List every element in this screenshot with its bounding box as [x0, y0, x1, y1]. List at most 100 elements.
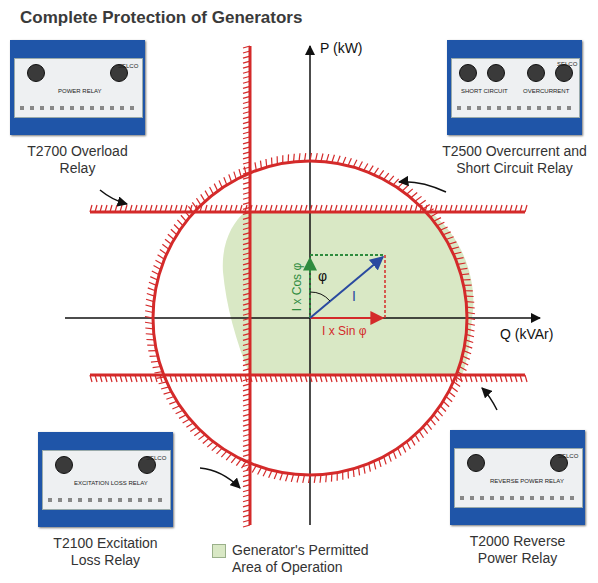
hatch-tick	[330, 205, 332, 212]
hatch-tick	[243, 333, 250, 335]
hatch-tick	[243, 495, 250, 497]
hatch-tick	[374, 461, 376, 469]
terminal	[567, 106, 571, 110]
hatch-tick	[231, 457, 236, 463]
hatch-tick	[243, 389, 250, 391]
hatch-tick	[335, 375, 337, 382]
hatch-tick	[175, 375, 177, 382]
hatch-tick	[430, 419, 435, 425]
hatch-tick	[214, 184, 217, 191]
hatch-tick	[332, 155, 335, 163]
hatch-tick	[402, 445, 405, 452]
hatch-tick	[145, 322, 153, 323]
hatch-tick	[364, 163, 368, 170]
hatch-tick	[435, 205, 437, 212]
hatch-tick	[243, 475, 250, 477]
hatch-tick	[243, 132, 250, 134]
terminal	[60, 106, 64, 110]
hatch-tick	[305, 375, 307, 382]
hatch-tick	[291, 474, 293, 482]
terminal	[98, 498, 102, 502]
hatch-tick	[288, 154, 290, 162]
hatch-tick	[319, 475, 321, 483]
hatch-tick	[174, 224, 180, 230]
hatch-tick	[95, 205, 97, 212]
hatch-tick	[453, 252, 461, 254]
hatch-tick	[146, 299, 154, 301]
hatch-tick	[219, 180, 222, 187]
hatch-tick	[450, 205, 452, 212]
hatch-tick	[179, 415, 186, 419]
hatch-tick	[215, 205, 217, 212]
hatch-tick	[407, 442, 411, 449]
hatch-tick	[360, 375, 362, 382]
hatch-tick	[395, 205, 397, 212]
hatch-tick	[243, 364, 250, 366]
hatch-tick	[243, 268, 250, 270]
hatch-tick	[243, 328, 250, 330]
hatch-tick	[185, 375, 187, 382]
hatch-tick	[465, 345, 473, 348]
hatch-tick	[140, 375, 142, 382]
relay-device	[10, 40, 145, 135]
hatch-tick	[450, 375, 452, 382]
hatch-tick	[320, 205, 322, 212]
hatch-tick	[510, 375, 512, 382]
hatch-tick	[446, 237, 454, 240]
hatch-tick	[216, 448, 222, 454]
hatch-tick	[243, 142, 250, 144]
hatch-tick	[271, 158, 273, 166]
hatch-tick	[265, 205, 267, 212]
terminal	[70, 106, 74, 110]
hatch-tick	[207, 442, 213, 447]
hatch-tick	[243, 192, 250, 194]
hatch-tick	[243, 510, 250, 512]
hatch-tick	[455, 375, 457, 382]
hatch-tick	[297, 475, 299, 483]
hatch-tick	[423, 427, 428, 434]
hatch-tick	[161, 387, 169, 389]
hatch-tick	[243, 91, 250, 93]
hatch-tick	[105, 205, 107, 212]
hatch-tick	[440, 205, 442, 212]
hatch-tick	[390, 375, 392, 382]
hatch-tick	[149, 282, 157, 285]
hatch-tick	[330, 375, 332, 382]
hatch-tick	[464, 351, 472, 354]
hatch-tick	[465, 296, 473, 298]
terminal	[560, 496, 564, 500]
hatch-tick	[360, 205, 362, 212]
hatch-tick	[290, 375, 292, 382]
hatch-tick	[443, 232, 451, 235]
hatch-tick	[475, 205, 477, 212]
hatch-tick	[467, 313, 475, 314]
angle-arc	[310, 292, 330, 301]
hatch-tick	[525, 205, 527, 212]
hatch-tick	[480, 375, 482, 382]
terminal	[457, 106, 461, 110]
hatch-tick	[380, 375, 382, 382]
hatch-tick	[176, 410, 183, 413]
hatch-tick	[165, 375, 167, 382]
hatch-tick	[198, 435, 204, 440]
hatch-tick	[243, 288, 250, 290]
hatch-tick	[243, 490, 250, 492]
hatch-tick	[243, 263, 250, 265]
hatch-tick	[235, 205, 237, 212]
hatch-tick	[90, 205, 92, 212]
hatch-tick	[203, 438, 209, 443]
terminal	[540, 496, 544, 500]
hatch-tick	[169, 401, 177, 404]
hatch-tick	[411, 193, 417, 198]
hatch-tick	[458, 372, 465, 376]
hatch-tick	[300, 205, 302, 212]
hatch-tick	[150, 277, 157, 280]
hatch-tick	[243, 444, 250, 446]
hatch-tick	[465, 205, 467, 212]
hatch-tick	[243, 197, 250, 199]
hatch-tick	[243, 228, 250, 230]
hatch-tick	[192, 202, 197, 209]
hatch-tick	[160, 205, 162, 212]
hatch-tick	[151, 361, 159, 363]
hatch-tick	[295, 375, 297, 382]
